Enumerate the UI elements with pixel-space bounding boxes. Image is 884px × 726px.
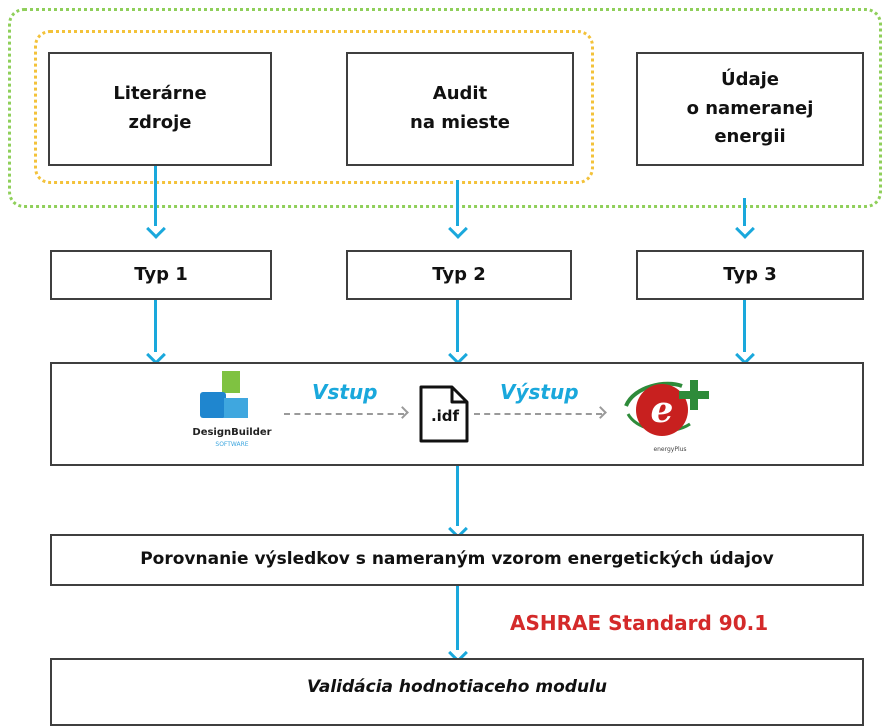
type-2-box: Typ 2 bbox=[346, 250, 572, 300]
energyplus-logo-text: energyPlus bbox=[653, 446, 687, 453]
comparison-label: Porovnanie výsledkov s nameraným vzorom … bbox=[140, 549, 774, 570]
arrow-line bbox=[154, 166, 157, 226]
designbuilder-logo-icon bbox=[200, 371, 248, 418]
designbuilder-logo-text: DesignBuilder bbox=[192, 427, 272, 438]
arrow-line bbox=[456, 180, 459, 226]
type-1-box: Typ 1 bbox=[50, 250, 272, 300]
output-label: Výstup bbox=[500, 380, 579, 404]
validation-label: Validácia hodnotiaceho modulu bbox=[307, 677, 607, 697]
ashrae-standard-label: ASHRAE Standard 90.1 bbox=[510, 611, 769, 635]
energyplus-logo-icon: e bbox=[624, 380, 709, 436]
type-1-label: Typ 1 bbox=[134, 263, 188, 285]
source-audit-label: Audit na mieste bbox=[410, 83, 510, 133]
arrow-head bbox=[735, 219, 755, 239]
arrow-line bbox=[456, 586, 459, 650]
source-measured-label: Údaje o nameranej energii bbox=[686, 68, 814, 148]
idf-file-label: .idf bbox=[430, 407, 460, 425]
output-dashed-arrow bbox=[474, 413, 602, 415]
designbuilder-logo-subtext: SOFTWARE bbox=[215, 441, 249, 448]
source-literature-label: Literárne zdroje bbox=[113, 83, 207, 133]
arrow-line bbox=[154, 300, 157, 352]
validation-box: Validácia hodnotiaceho modulu bbox=[50, 658, 864, 726]
arrow-line bbox=[743, 198, 746, 226]
input-dashed-arrow bbox=[284, 413, 404, 415]
type-2-label: Typ 2 bbox=[432, 263, 486, 285]
input-label: Vstup bbox=[312, 380, 378, 404]
arrow-line bbox=[456, 466, 459, 526]
comparison-box: Porovnanie výsledkov s nameraným vzorom … bbox=[50, 534, 864, 586]
source-measured-box: Údaje o nameranej energii bbox=[636, 52, 864, 166]
arrow-line bbox=[456, 300, 459, 352]
source-literature-box: Literárne zdroje bbox=[48, 52, 272, 166]
type-3-box: Typ 3 bbox=[636, 250, 864, 300]
arrow-line bbox=[743, 300, 746, 352]
type-3-label: Typ 3 bbox=[723, 263, 777, 285]
arrow-head bbox=[448, 219, 468, 239]
source-audit-box: Audit na mieste bbox=[346, 52, 574, 166]
svg-text:e: e bbox=[651, 389, 674, 431]
idf-file-icon bbox=[419, 385, 469, 443]
arrow-head bbox=[146, 219, 166, 239]
